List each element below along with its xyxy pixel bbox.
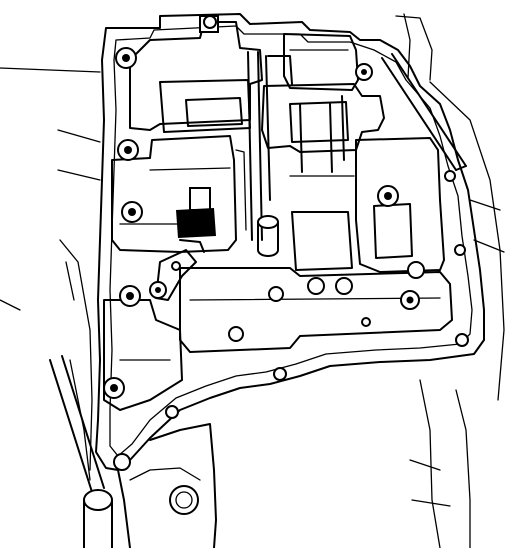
bolt-hole-lower xyxy=(169,485,199,515)
right-housing-lines xyxy=(395,13,505,548)
separator-plate xyxy=(179,261,453,353)
right-valve-body xyxy=(289,137,445,273)
bolt-2 xyxy=(117,139,139,161)
lower-casting xyxy=(113,423,217,548)
cable-rod xyxy=(381,53,467,171)
left-housing-lines xyxy=(0,67,101,481)
bolt-5 xyxy=(149,281,167,299)
upper-bracket xyxy=(129,15,263,133)
dipstick-tube xyxy=(49,355,113,548)
bolts xyxy=(103,15,420,399)
electrical-connector xyxy=(176,187,216,253)
bolt-9 xyxy=(355,63,373,81)
center-rods xyxy=(235,51,271,241)
bolt-10 xyxy=(203,15,217,29)
bolt-1 xyxy=(115,47,137,69)
center-solenoid xyxy=(261,83,385,173)
lower-left-bracket xyxy=(103,299,183,411)
bolt-4 xyxy=(119,285,141,307)
bolt-8 xyxy=(103,377,125,399)
bolt-3 xyxy=(121,201,143,223)
bolt-hole-corner xyxy=(113,453,131,471)
accumulator-cylinder xyxy=(257,215,279,257)
pan-rim-holes xyxy=(165,170,469,419)
bolt-7 xyxy=(400,290,420,310)
left-valve-block xyxy=(111,135,237,253)
bolt-6 xyxy=(377,185,399,207)
oil-pan-outline xyxy=(95,13,485,471)
